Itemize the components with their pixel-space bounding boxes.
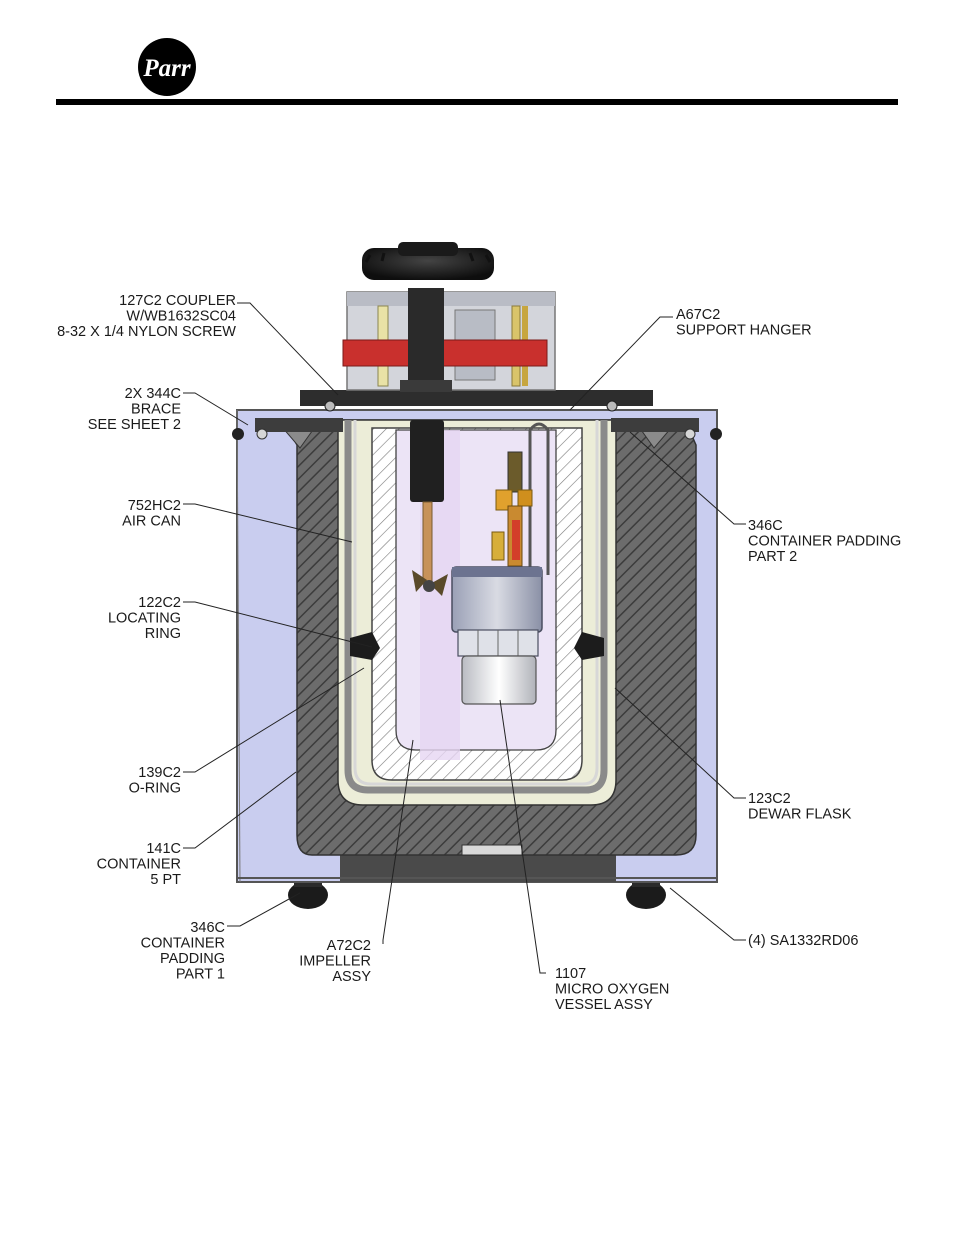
header: Parr (56, 38, 898, 105)
callout-line: 5 PT (150, 872, 181, 888)
locating-ring-left (350, 632, 380, 660)
logo-wordmark: Parr (142, 55, 191, 82)
impeller-assy (410, 420, 448, 596)
callout-line: RING (145, 626, 181, 642)
callout-line: (4) SA1332RD06 (748, 933, 858, 949)
callout-line: DEWAR FLASK (748, 807, 852, 823)
callout-line: 141C (146, 841, 181, 857)
parr-logo: Parr (138, 38, 196, 96)
coupler (408, 288, 444, 388)
locating-ring-right (574, 632, 604, 660)
callout-line: 127C2 COUPLER (119, 293, 236, 309)
callout-line: PART 1 (176, 967, 225, 983)
rim-right (611, 418, 699, 432)
callout-line: CONTAINER (141, 936, 225, 952)
callout-feet: (4) SA1332RD06 (748, 933, 858, 949)
callout-line: PADDING (160, 951, 225, 967)
callout-line: AIR CAN (122, 514, 181, 530)
callout-line: 2X 344C (125, 386, 181, 402)
callout-line: A67C2 (676, 307, 720, 323)
callout-line: 122C2 (138, 595, 181, 611)
callout-line: CONTAINER (97, 857, 181, 873)
callout-line: ASSY (332, 969, 371, 985)
callout-line: A72C2 (327, 938, 371, 954)
callout-line: W/WB1632SC04 (126, 309, 236, 325)
callout-line: 1107 (555, 966, 586, 982)
callout-line: SEE SHEET 2 (88, 417, 181, 433)
rim-left (255, 418, 343, 432)
callout-line: VESSEL ASSY (555, 997, 653, 1013)
air-can (344, 420, 608, 794)
callout-line: 346C (190, 920, 225, 936)
support-plate (300, 390, 653, 406)
callout-line: PART 2 (748, 549, 797, 565)
callout-line: 139C2 (138, 765, 181, 781)
motor-knob (362, 242, 494, 280)
callout-line: 346C (748, 518, 783, 534)
callout-line: BRACE (131, 402, 181, 418)
callout-line: O-RING (129, 781, 181, 797)
coupler-bar (342, 339, 548, 367)
callout-line: CONTAINER PADDING (748, 534, 901, 550)
foot-right (626, 879, 666, 909)
callout-line: LOCATING (108, 611, 181, 627)
leader-lines (183, 302, 746, 974)
callout-line: SUPPORT HANGER (676, 323, 812, 339)
callout-line: IMPELLER (299, 954, 371, 970)
callout-line: 8-32 X 1/4 NYLON SCREW (57, 324, 236, 340)
foot-left (288, 879, 328, 909)
callout-line: 123C2 (748, 791, 791, 807)
header-rule (56, 99, 898, 105)
assembly-drawing (232, 242, 722, 909)
callout-line: MICRO OXYGEN (555, 982, 669, 998)
callout-line: 752HC2 (128, 498, 181, 514)
micro-oxygen-vessel (451, 451, 543, 705)
